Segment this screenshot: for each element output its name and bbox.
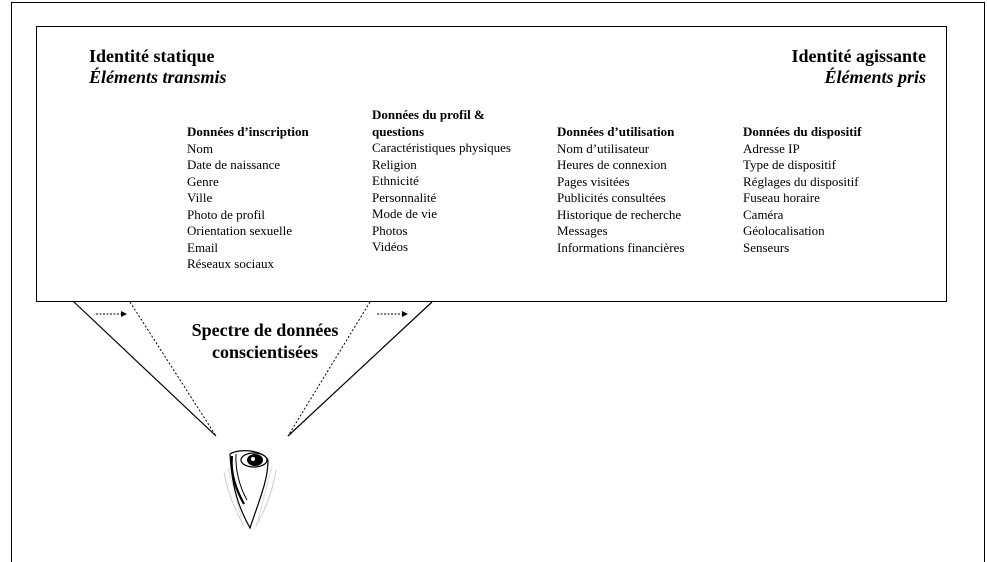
- list-item: Pages visitées: [557, 173, 630, 189]
- list-item: Senseurs: [743, 239, 790, 255]
- static-identity-subtitle: Éléments transmis: [89, 67, 227, 87]
- list-item: Ethnicité: [372, 173, 419, 188]
- static-identity-title: Identité statique: [89, 46, 215, 66]
- list-item: Email: [187, 239, 219, 255]
- list-item: Fuseau horaire: [743, 190, 820, 205]
- registration-data-column: Données d’inscription Nom Date de naissa…: [187, 124, 309, 273]
- list-item: Messages: [557, 223, 608, 238]
- list-item: Caractéristiques physiques: [372, 140, 511, 155]
- list-item: Religion: [372, 156, 417, 172]
- data-categories-box: Identité statique Éléments transmis Iden…: [36, 26, 947, 302]
- list-item: Adresse IP: [743, 140, 800, 156]
- column-heading: Données du dispositif: [743, 124, 862, 139]
- list-item: Ville: [187, 190, 213, 205]
- device-data-column: Données du dispositif Adresse IP Type de…: [743, 124, 861, 256]
- acting-identity-title: Identité agissante: [791, 46, 927, 66]
- list-item: Historique de recherche: [557, 206, 682, 222]
- list-item: Genre: [187, 173, 219, 189]
- list-item: Informations financières: [557, 239, 685, 255]
- list-item: Nom d’utilisateur: [557, 140, 650, 156]
- list-item: Géolocalisation: [743, 223, 825, 238]
- spectrum-label: Spectre de données conscientisées: [191, 320, 339, 362]
- list-item: Nom: [187, 140, 213, 156]
- list-item: Caméra: [743, 206, 784, 222]
- list-item: Personnalité: [372, 189, 437, 205]
- acting-identity-subtitle: Éléments pris: [824, 67, 926, 87]
- list-item: Photos: [372, 222, 408, 238]
- cone-right-solid-line: [287, 301, 433, 437]
- usage-data-column: Données d’utilisation Nom d’utilisateur …: [557, 124, 684, 256]
- list-item: Type de dispositif: [743, 157, 836, 172]
- cone-left-solid-line: [73, 301, 217, 437]
- column-heading: Données d’inscription: [187, 124, 309, 139]
- list-item: Vidéos: [372, 239, 409, 254]
- diagram-frame: [11, 2, 985, 562]
- column-heading: Données d’utilisation: [557, 124, 675, 139]
- list-item: Publicités consultées: [557, 190, 666, 205]
- eye-icon: [223, 450, 277, 530]
- cone-left-dotted-line: [129, 301, 217, 437]
- list-item: Photo de profil: [187, 206, 265, 222]
- list-item: Réglages du dispositif: [743, 173, 859, 189]
- column-heading: Données du profil & questions: [372, 107, 485, 139]
- profile-data-column: Données du profil & questions Caractéris…: [372, 107, 512, 256]
- list-item: Heures de connexion: [557, 157, 667, 172]
- list-item: Réseaux sociaux: [187, 256, 275, 271]
- list-item: Mode de vie: [372, 206, 437, 221]
- list-item: Orientation sexuelle: [187, 223, 293, 238]
- list-item: Date de naissance: [187, 157, 281, 172]
